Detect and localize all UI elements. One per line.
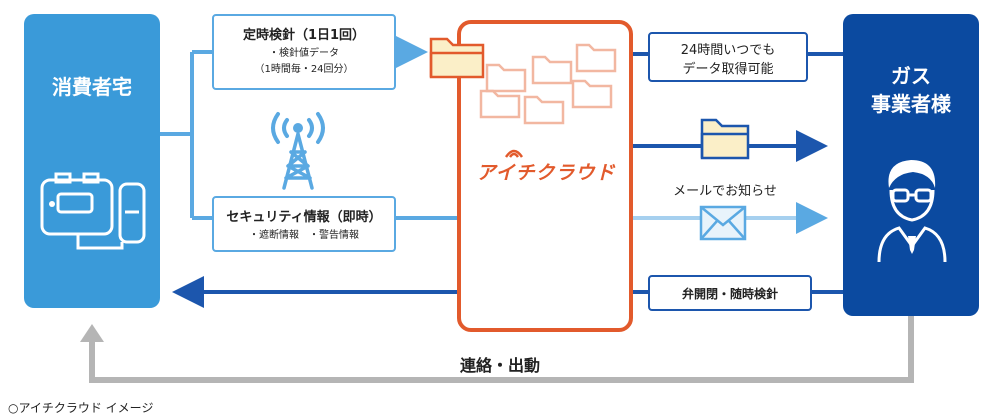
gas-company-node: ガス 事業者様	[843, 14, 979, 316]
contact-arrowhead	[80, 324, 104, 342]
anytime-line2: データ取得可能	[682, 62, 774, 77]
periodic-line1: ・検針値データ	[269, 48, 339, 59]
anytime-data-box: 24時間いつでも データ取得可能	[648, 32, 808, 82]
gas-label-line2: 事業者様	[871, 92, 951, 116]
delivered-folder-icon	[700, 118, 750, 160]
contact-loop	[89, 316, 914, 383]
staff-person-icon	[877, 160, 947, 263]
periodic-line2: （1時間毎・24回分）	[254, 64, 354, 75]
incoming-folder-icon	[429, 37, 485, 79]
contact-dispatch-label: 連絡・出動	[459, 356, 540, 375]
aichi-cloud-logo: アイチクラウド	[476, 162, 616, 184]
consumer-label: 消費者宅	[52, 75, 132, 99]
figure-caption: ○アイチクラウド イメージ	[8, 401, 154, 415]
valve-control-box: 弁開閉・随時検針	[648, 275, 812, 311]
gas-label-line1: ガス	[891, 64, 931, 88]
security-line1: ・遮断情報 ・警告情報	[249, 230, 359, 241]
gas-meter-icon	[40, 172, 146, 250]
security-info-box: セキュリティ情報（即時） ・遮断情報 ・警告情報	[212, 196, 396, 252]
valve-label: 弁開閉・随時検針	[681, 286, 778, 301]
consumer-node: 消費者宅	[24, 14, 160, 308]
antenna-icon	[271, 112, 325, 190]
security-title: セキュリティ情報（即時）	[226, 210, 382, 225]
mail-notice-label: メールでお知らせ	[673, 184, 777, 199]
envelope-icon	[699, 205, 747, 241]
consumer-connector	[160, 52, 194, 218]
cloud-folders	[429, 37, 617, 125]
stored-folder-icons	[479, 43, 617, 125]
periodic-reading-box: 定時検針（1日1回） ・検針値データ （1時間毎・24回分）	[212, 14, 396, 90]
anytime-line1: 24時間いつでも	[680, 43, 776, 58]
signal-icon	[504, 149, 524, 158]
periodic-title: 定時検針（1日1回）	[242, 28, 366, 43]
